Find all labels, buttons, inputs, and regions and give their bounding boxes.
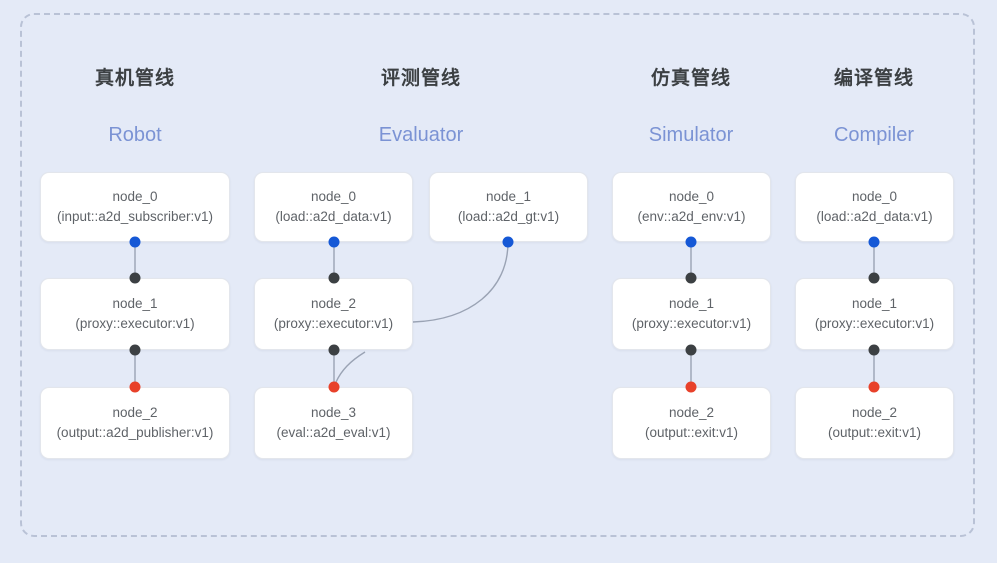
port-output-evaluator-2[interactable] <box>328 344 340 356</box>
port-input-robot-1[interactable] <box>129 272 141 284</box>
node-label-name: node_2 <box>668 405 715 420</box>
port-input-robot-2[interactable] <box>129 381 141 393</box>
node-compiler-1[interactable]: node_1 (proxy::executor:v1) <box>795 278 954 350</box>
port-output-compiler-1[interactable] <box>868 344 880 356</box>
diagram-dashed-frame <box>20 13 975 537</box>
node-robot-2[interactable]: node_2 (output::a2d_publisher:v1) <box>40 387 230 459</box>
node-label-kind: (output::a2d_publisher:v1) <box>56 425 214 440</box>
port-output-evaluator-0[interactable] <box>328 236 340 248</box>
port-output-robot-0[interactable] <box>129 236 141 248</box>
node-label-name: node_0 <box>112 189 158 204</box>
node-label-kind: (proxy::executor:v1) <box>75 316 195 331</box>
node-evaluator-2[interactable]: node_2 (proxy::executor:v1) <box>254 278 413 350</box>
port-output-simulator-1[interactable] <box>685 344 697 356</box>
node-label-kind: (output::exit:v1) <box>827 425 922 440</box>
node-simulator-0[interactable]: node_0 (env::a2d_env:v1) <box>612 172 771 242</box>
column-title-evaluator: 评测管线 <box>380 68 461 89</box>
node-label-kind: (env::a2d_env:v1) <box>637 209 746 224</box>
node-label-name: node_0 <box>310 189 357 204</box>
port-output-evaluator-1[interactable] <box>502 236 514 248</box>
node-label-name: node_1 <box>485 189 532 204</box>
port-output-simulator-0[interactable] <box>685 236 697 248</box>
node-label-name: node_1 <box>851 296 898 311</box>
node-label-kind: (output::exit:v1) <box>644 425 739 440</box>
column-subtitle-robot: Robot <box>108 124 162 146</box>
node-robot-0[interactable]: node_0 (input::a2d_subscriber:v1) <box>40 172 230 242</box>
node-label-kind: (proxy::executor:v1) <box>631 316 752 331</box>
column-subtitle-compiler: Compiler <box>833 124 915 146</box>
port-input-evaluator-3[interactable] <box>328 381 340 393</box>
port-input-compiler-2[interactable] <box>868 381 880 393</box>
port-output-robot-1[interactable] <box>129 344 141 356</box>
node-label-name: node_3 <box>310 405 357 420</box>
node-label-name: node_0 <box>668 189 715 204</box>
node-robot-1[interactable]: node_1 (proxy::executor:v1) <box>40 278 230 350</box>
port-input-simulator-2[interactable] <box>685 381 697 393</box>
port-input-simulator-1[interactable] <box>685 272 697 284</box>
node-label-name: node_0 <box>851 189 898 204</box>
node-compiler-0[interactable]: node_0 (load::a2d_data:v1) <box>795 172 954 242</box>
node-label-kind: (proxy::executor:v1) <box>814 316 935 331</box>
node-evaluator-1[interactable]: node_1 (load::a2d_gt:v1) <box>429 172 588 242</box>
column-title-compiler: 编译管线 <box>833 68 914 89</box>
node-label-name: node_2 <box>112 405 158 420</box>
column-subtitle-evaluator: Evaluator <box>378 124 464 146</box>
node-label-kind: (proxy::executor:v1) <box>273 316 394 331</box>
node-label-kind: (eval::a2d_eval:v1) <box>276 425 391 440</box>
node-label-kind: (load::a2d_gt:v1) <box>457 209 560 224</box>
node-evaluator-0[interactable]: node_0 (load::a2d_data:v1) <box>254 172 413 242</box>
node-label-kind: (load::a2d_data:v1) <box>816 209 933 224</box>
port-input-evaluator-2[interactable] <box>328 272 340 284</box>
node-simulator-2[interactable]: node_2 (output::exit:v1) <box>612 387 771 459</box>
column-title-simulator: 仿真管线 <box>650 68 731 89</box>
node-label-name: node_2 <box>851 405 898 420</box>
node-label-kind: (input::a2d_subscriber:v1) <box>56 209 214 224</box>
column-subtitle-simulator: Simulator <box>648 124 734 146</box>
port-output-compiler-0[interactable] <box>868 236 880 248</box>
column-title-robot: 真机管线 <box>94 68 175 89</box>
node-simulator-1[interactable]: node_1 (proxy::executor:v1) <box>612 278 771 350</box>
node-label-name: node_1 <box>668 296 715 311</box>
node-compiler-2[interactable]: node_2 (output::exit:v1) <box>795 387 954 459</box>
node-label-kind: (load::a2d_data:v1) <box>275 209 392 224</box>
port-input-compiler-1[interactable] <box>868 272 880 284</box>
node-label-name: node_2 <box>310 296 357 311</box>
node-label-name: node_1 <box>112 296 158 311</box>
node-evaluator-3[interactable]: node_3 (eval::a2d_eval:v1) <box>254 387 413 459</box>
